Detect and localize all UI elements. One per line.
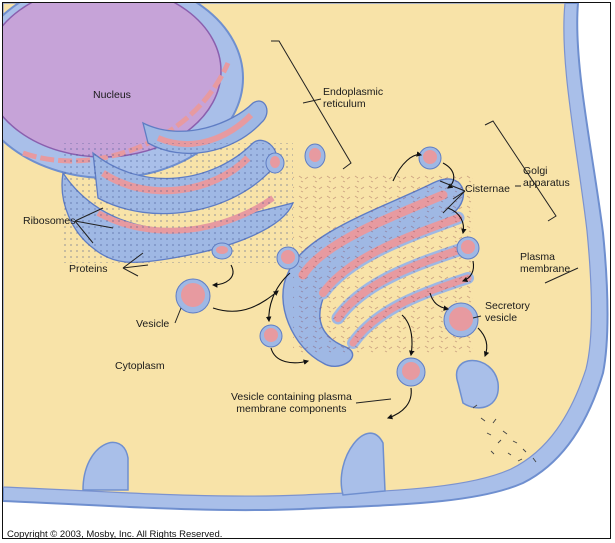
vesicle-label: Vesicle [136, 318, 169, 330]
copyright-notice: Copyright © 2003, Mosby, Inc. All Rights… [7, 529, 222, 539]
er-label: Endoplasmic reticulum [323, 86, 383, 110]
proteins-label: Proteins [69, 263, 108, 275]
er-label-line1: Endoplasmic [323, 86, 383, 98]
secretory-vesicle-label-line2: vesicle [485, 312, 530, 324]
golgi-label: Golgi apparatus [523, 165, 570, 189]
golgi-apparatus [283, 173, 473, 366]
nucleus-label: Nucleus [93, 89, 131, 101]
vcp-label-line1: Vesicle containing plasma [231, 391, 352, 403]
er-label-line2: reticulum [323, 98, 383, 110]
vesicle-plasma-components-label: Vesicle containing plasma membrane compo… [231, 391, 352, 415]
golgi-label-line1: Golgi [523, 165, 570, 177]
vcp-label-line2: membrane components [231, 403, 352, 415]
cisternae-label: Cisternae [465, 183, 510, 195]
golgi-label-line2: apparatus [523, 177, 570, 189]
diagram-frame: Nucleus Endoplasmic reticulum Golgi appa… [2, 2, 611, 539]
plasma-membrane-label: Plasma membrane [520, 251, 570, 275]
secretory-vesicle-label-line1: Secretory [485, 300, 530, 312]
plasma-membrane-label-line1: Plasma [520, 251, 570, 263]
secretory-vesicle-label: Secretory vesicle [485, 300, 530, 324]
plasma-membrane-label-line2: membrane [520, 263, 570, 275]
ribosomes-label: Ribosomes [23, 215, 76, 227]
cytoplasm-label: Cytoplasm [115, 360, 165, 372]
